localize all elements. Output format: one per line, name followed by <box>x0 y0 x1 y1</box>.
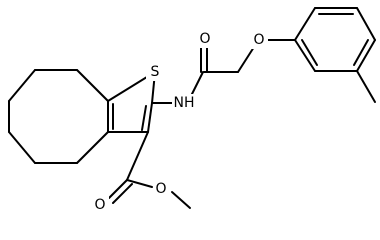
chemical-structure-diagram: S NH O O O O <box>8 7 376 214</box>
tolyl-ring <box>263 7 376 103</box>
amide-linker <box>151 46 255 104</box>
atom-labels: S NH O O O O <box>92 30 268 214</box>
amide-oxygen-label: O <box>199 31 210 47</box>
methyl-ester <box>108 131 191 209</box>
amide-nitrogen-label: NH <box>174 95 195 111</box>
cyclohexane-ring <box>8 69 109 164</box>
ester-carbonyl-oxygen-label: O <box>94 197 105 213</box>
ether-oxygen-label: O <box>253 32 264 48</box>
sulfur-label: S <box>151 64 160 80</box>
ester-alkoxy-oxygen-label: O <box>155 181 166 197</box>
